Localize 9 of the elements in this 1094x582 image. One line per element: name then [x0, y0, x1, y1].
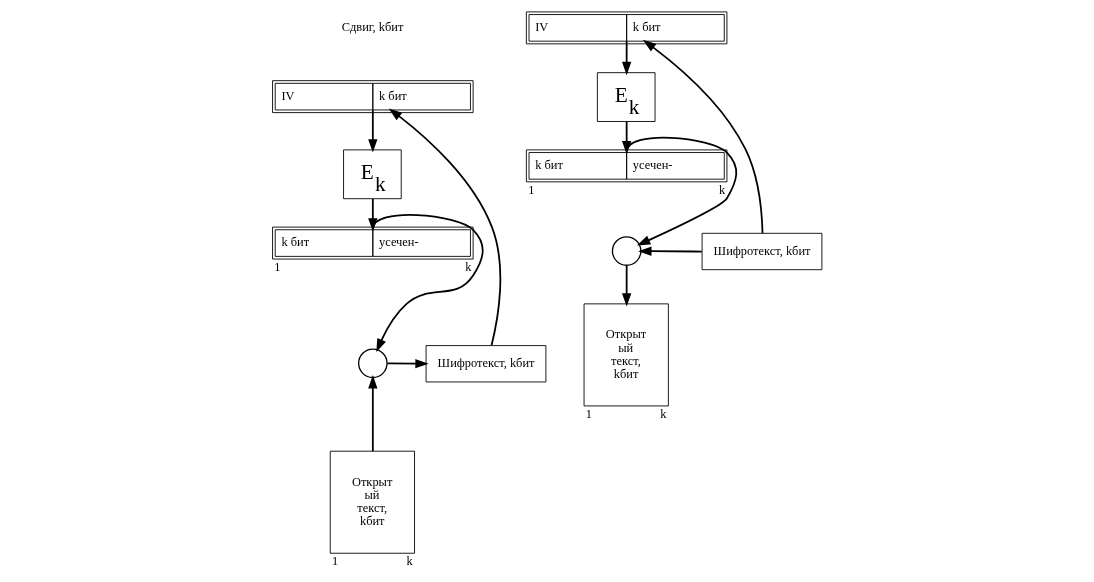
- node-label: 1: [585, 406, 593, 421]
- node-label: 1: [332, 553, 339, 568]
- label: Сдвиг, kбит: [341, 20, 404, 35]
- node-label: k: [718, 182, 726, 197]
- node-label: 1: [274, 259, 281, 274]
- node-label: k: [465, 259, 472, 274]
- node-label: k: [660, 406, 667, 421]
- node-label: 1: [528, 182, 535, 197]
- node-label: k: [406, 553, 413, 568]
